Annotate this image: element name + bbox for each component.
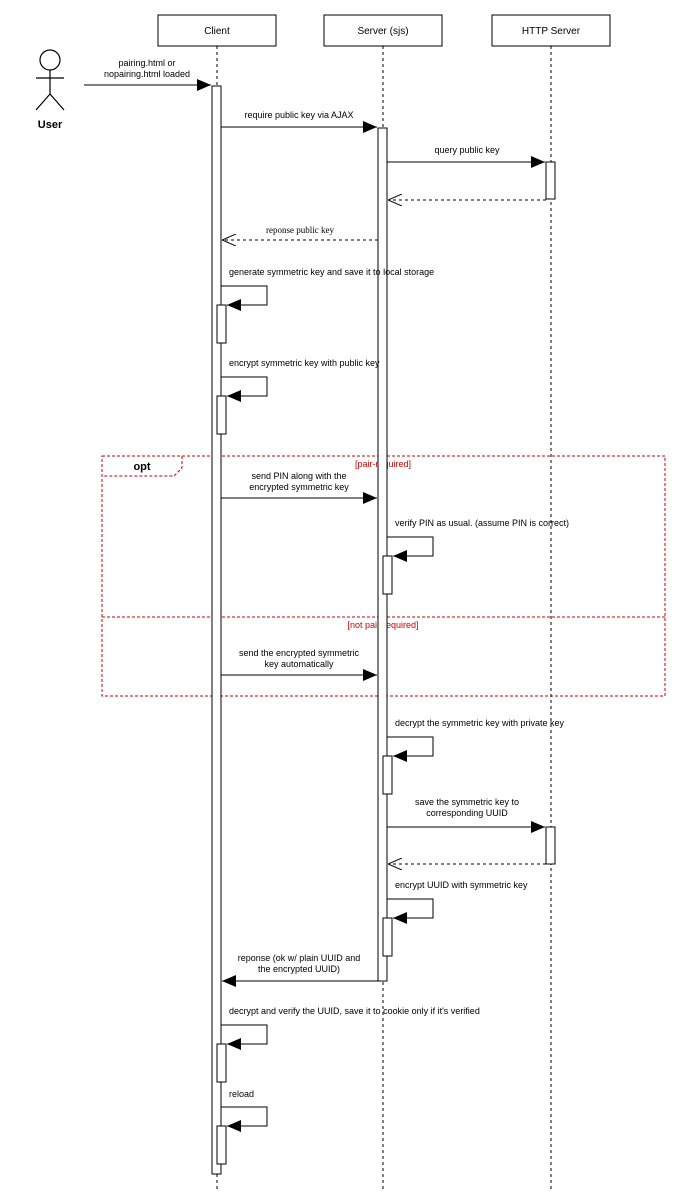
svg-text:reload: reload — [229, 1089, 254, 1099]
message-decrypt-verify-uuid: decrypt and verify the UUID, save it to … — [221, 1006, 480, 1050]
svg-text:verify PIN as usual. (assume P: verify PIN as usual. (assume PIN is corr… — [395, 518, 569, 528]
activation-server-main — [377, 127, 388, 982]
message-query-public-key: query public key — [387, 145, 545, 168]
activation-server-self-1 — [382, 555, 393, 595]
activation-client-self-3 — [216, 1043, 227, 1083]
activation-client-main — [211, 85, 222, 1175]
activation-client-self-2 — [216, 395, 227, 435]
activation-client-self-1 — [216, 304, 227, 344]
actor-head — [39, 49, 61, 71]
opt-operator-tab — [102, 455, 183, 477]
activation-http-1 — [545, 161, 556, 200]
svg-text:query public key: query public key — [434, 145, 500, 155]
svg-text:require public key via AJAX: require public key via AJAX — [244, 110, 353, 120]
participant-client: Client — [157, 14, 277, 47]
message-response-public-key: reponse public key — [222, 225, 378, 240]
message-verify-pin: verify PIN as usual. (assume PIN is corr… — [387, 518, 569, 562]
message-generate-symmetric-key: generate symmetric key and save it to lo… — [221, 267, 434, 311]
activation-server-self-2 — [382, 755, 393, 795]
actor-label: User — [38, 119, 63, 131]
svg-text:decrypt and verify the UUID, s: decrypt and verify the UUID, save it to … — [229, 1006, 480, 1016]
activation-server-self-3 — [382, 917, 393, 957]
message-decrypt-symmetric-key: decrypt the symmetric key with private k… — [387, 718, 565, 762]
participant-client-label: Client — [204, 26, 230, 37]
activation-client-self-4 — [216, 1125, 227, 1165]
message-reload: reload — [221, 1089, 268, 1132]
message-encrypt-uuid: encrypt UUID with symmetric key — [387, 880, 528, 924]
svg-text:reponse public key: reponse public key — [266, 225, 334, 235]
opt-operator-label: opt — [133, 461, 150, 473]
svg-text:generate symmetric key and sav: generate symmetric key and save it to lo… — [229, 267, 434, 277]
actor-leg-left — [35, 93, 51, 111]
participant-http-label: HTTP Server — [522, 26, 581, 37]
svg-text:encrypt UUID with symmetric ke: encrypt UUID with symmetric key — [395, 880, 528, 890]
user-actor: User — [35, 49, 65, 131]
message-encrypt-symmetric-key: encrypt symmetric key with public key — [221, 358, 380, 402]
participant-server: Server (sjs) — [323, 14, 443, 47]
activation-bars — [211, 85, 556, 1175]
actor-leg-right — [49, 93, 65, 111]
activation-http-2 — [545, 826, 556, 865]
participant-http-server: HTTP Server — [491, 14, 611, 47]
svg-text:encrypt symmetric key with pub: encrypt symmetric key with public key — [229, 358, 380, 368]
participant-server-label: Server (sjs) — [357, 26, 408, 37]
message-require-public-key: require public key via AJAX — [221, 110, 377, 133]
svg-text:decrypt the symmetric key with: decrypt the symmetric key with private k… — [395, 718, 565, 728]
